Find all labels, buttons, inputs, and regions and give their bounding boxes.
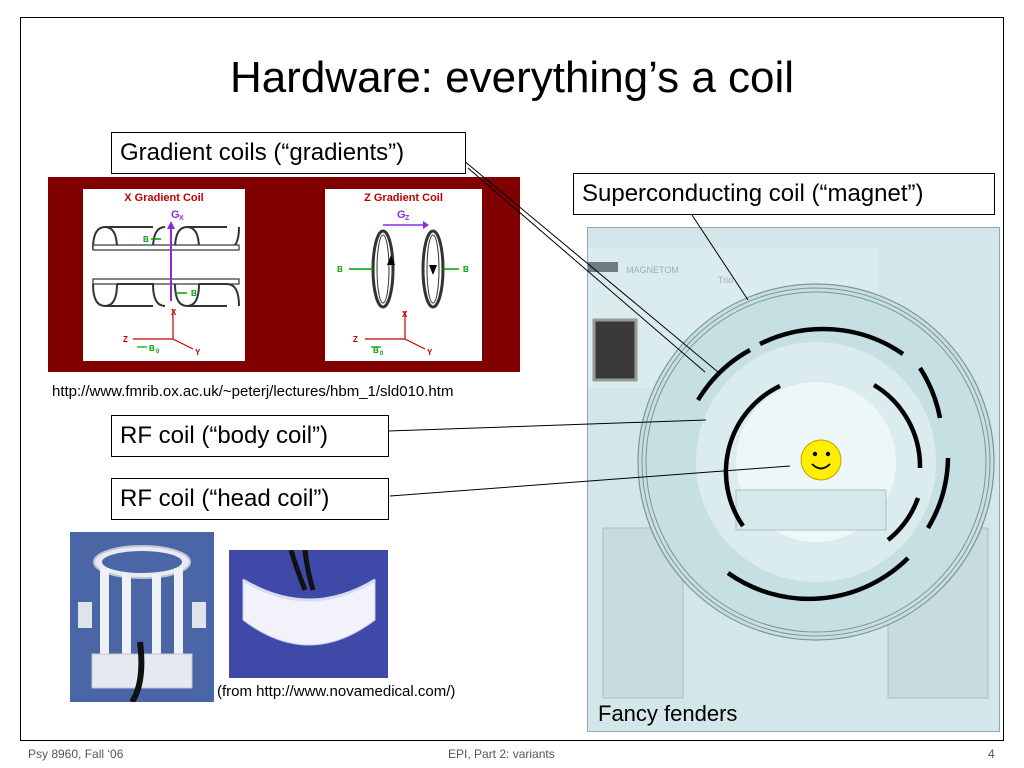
rf-head-coil-label: RF coil (“head coil”) [111,478,389,520]
gz-sub: Z [405,215,410,222]
rf-body-coil-label: RF coil (“body coil”) [111,415,389,457]
gx-sub: X [179,215,184,222]
fmrib-url-caption: http://www.fmrib.ox.ac.uk/~peterj/lectur… [52,383,454,400]
z-b-right: B [463,265,469,274]
slide-frame [20,17,1004,741]
head-coil-half-photo [229,550,388,678]
z-gradient-drawing: G Z B B X Y Z B 0 [337,209,469,357]
z-x-axis-label: X [402,310,408,319]
z-gradient-card: Z Gradient Coil G Z B B X Y Z B 0 [325,189,482,361]
footer-center: EPI, Part 2: variants [448,747,555,761]
x-b0-label: B [149,344,155,353]
x-z-axis-label: Z [123,335,128,344]
x-b-lower: B [191,289,197,298]
gz-label: G [397,209,406,221]
novamedical-caption: (from http://www.novamedical.com/) [217,683,456,700]
x-axis-label: X [171,308,177,317]
z-y-axis-label: Y [427,348,433,357]
slide-title: Hardware: everything’s a coil [229,53,795,102]
gradient-coils-label: Gradient coils (“gradients”) [111,132,466,174]
x-b0-sub: 0 [156,349,160,355]
gradient-diagram-panel: X Gradient Coil G X B B X Y [48,177,520,372]
z-b0-label: B [373,346,379,355]
smiley-face [800,439,842,481]
fancy-fenders-caption: Fancy fenders [598,701,738,726]
x-gradient-drawing: G X B B X Y Z B 0 [92,209,240,357]
x-gradient-card: X Gradient Coil G X B B X Y [83,189,245,361]
superconducting-coil-label: Superconducting coil (“magnet”) [573,173,995,215]
footer-left: Psy 8960, Fall ‘06 [28,747,124,761]
scanner-photo: MAGNETOM Trio [587,227,1000,732]
photo-model: Trio [718,275,733,285]
x-y-axis-label: Y [195,348,201,357]
head-coil-cage-photo [70,532,214,702]
x-b-upper: B [143,235,149,244]
z-b-left: B [337,265,343,274]
z-gradient-title: Z Gradient Coil [364,192,443,204]
z-z-axis-label: Z [353,335,358,344]
photo-brand: MAGNETOM [626,265,679,275]
footer-page-number: 4 [988,747,995,761]
gx-label: G [171,209,180,221]
scanner-drawing: MAGNETOM Trio [588,228,999,731]
z-b0-sub: 0 [380,351,384,357]
x-gradient-title: X Gradient Coil [124,192,204,204]
